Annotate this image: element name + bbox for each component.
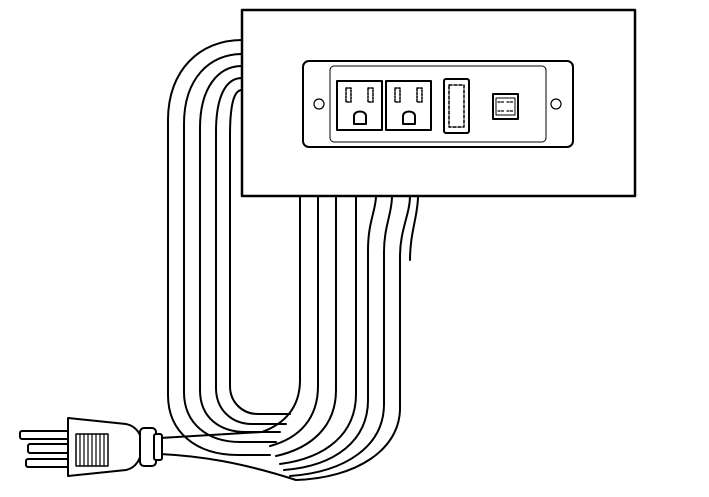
outlet-icon (336, 80, 383, 131)
mounting-screw-icon (313, 98, 325, 110)
cord-loop-left (167, 39, 291, 456)
mounting-screw-icon (550, 98, 562, 110)
outlet-icon (385, 80, 432, 131)
cord-to-plug (159, 431, 297, 481)
cord-strands-lower (261, 195, 419, 481)
data-port-icon (492, 93, 519, 120)
power-plug-icon (19, 417, 163, 477)
rocker-switch-icon (443, 78, 470, 134)
